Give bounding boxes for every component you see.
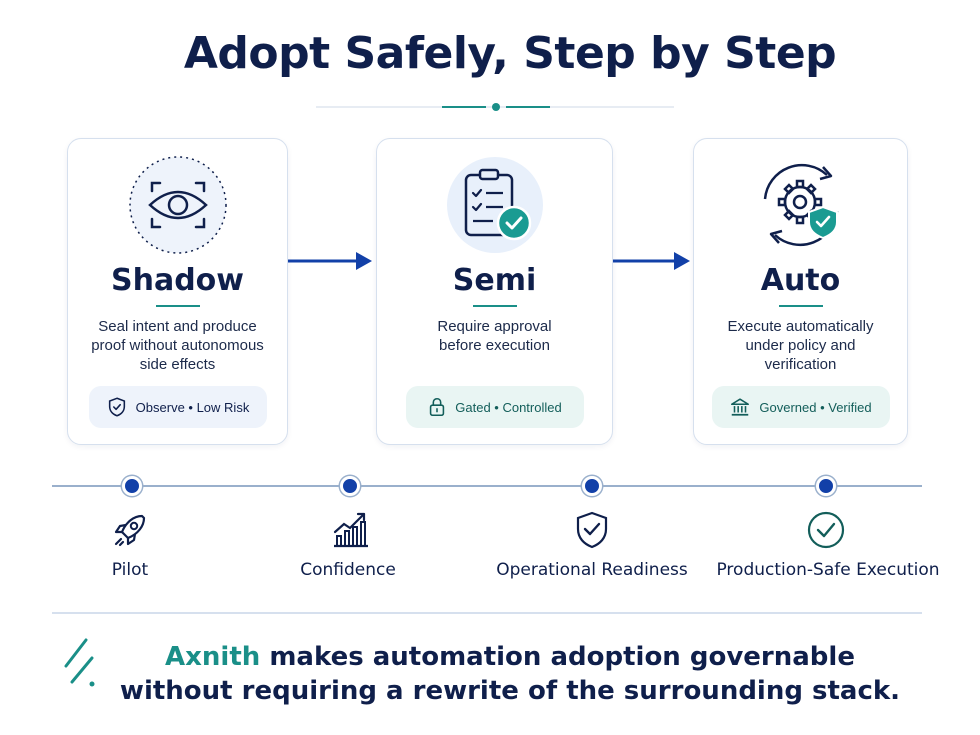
shield-check-icon: [576, 511, 608, 549]
brand-name: Axnith: [165, 642, 261, 672]
page-title: Adopt Safely, Step by Step: [183, 28, 837, 79]
eye-scan-icon: [128, 156, 227, 254]
timeline-node: [340, 476, 360, 496]
stage-description: Execute automatically under policy and v…: [727, 318, 874, 373]
title-underline: [155, 305, 200, 307]
rocket-icon: [114, 514, 146, 547]
lock-icon: [430, 397, 445, 417]
milestone-label: Operational Readiness: [496, 560, 688, 580]
timeline-node: [816, 476, 836, 496]
title-underline: [778, 305, 823, 307]
title-divider: [316, 103, 674, 111]
stage-description: Seal intent and produce proof without au…: [91, 318, 264, 373]
milestone-label: Production-Safe Execution: [716, 560, 940, 580]
shield-check-icon: [108, 397, 125, 417]
stage-card-shadow: Shadow Seal intent and produce proof wit…: [67, 138, 288, 445]
timeline-node: [582, 476, 602, 496]
clipboard-check-icon: [446, 157, 543, 253]
stage-badge: Governed • Verified: [711, 386, 890, 428]
stage-badge: Observe • Low Risk: [88, 386, 267, 428]
badge-label: Gated • Controlled: [455, 399, 562, 415]
stage-title: Shadow: [110, 263, 244, 298]
brand-slash-icon: [64, 638, 95, 687]
bank-icon: [731, 398, 750, 416]
stage-badge: Gated • Controlled: [405, 386, 584, 428]
arrow-right-icon: [288, 252, 372, 270]
stage-title: Semi: [452, 263, 537, 298]
footer-divider: [52, 612, 922, 614]
title-underline: [472, 305, 517, 307]
timeline-line: [52, 485, 922, 487]
footer-tagline: Axnith makes automation adoption governa…: [119, 642, 901, 706]
stage-card-auto: Auto Execute automatically under policy …: [693, 138, 908, 445]
gear-cycle-shield-icon: [763, 163, 838, 247]
badge-label: Governed • Verified: [759, 399, 872, 415]
milestone-label: Confidence: [300, 560, 396, 580]
milestone-label: Pilot: [111, 560, 149, 580]
badge-label: Observe • Low Risk: [135, 399, 250, 415]
arrow-right-icon: [613, 252, 690, 270]
stage-card-semi: Semi Require approval before execution G…: [376, 138, 613, 445]
growth-chart-icon: [333, 512, 368, 548]
stage-description: Require approval before execution: [437, 318, 552, 354]
timeline-node: [122, 476, 142, 496]
stage-title: Auto: [760, 263, 841, 298]
check-circle-icon: [807, 511, 845, 549]
